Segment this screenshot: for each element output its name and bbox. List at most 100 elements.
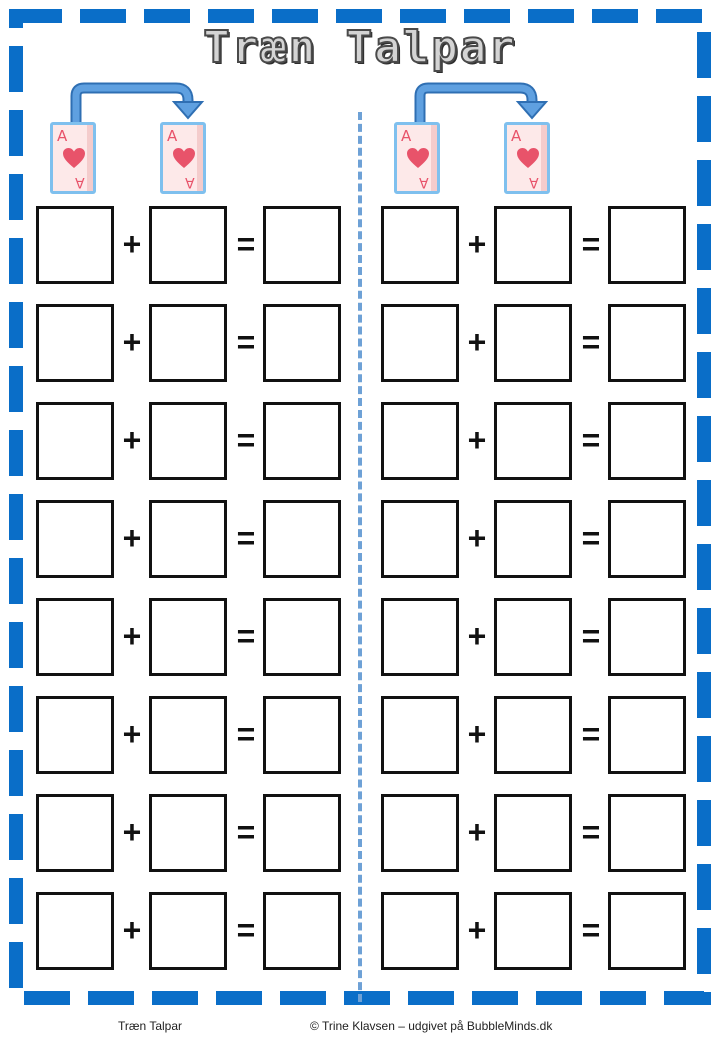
- equals-sign: =: [581, 226, 601, 262]
- equation-row: +=: [381, 304, 687, 382]
- answer-box[interactable]: [494, 500, 572, 578]
- plus-sign: +: [467, 324, 487, 360]
- plus-sign: +: [122, 814, 142, 850]
- answer-box[interactable]: [608, 402, 686, 480]
- answer-box[interactable]: [494, 696, 572, 774]
- column-divider: [358, 112, 362, 1002]
- answer-box[interactable]: [494, 206, 572, 284]
- answer-box[interactable]: [36, 304, 114, 382]
- answer-box[interactable]: [608, 598, 686, 676]
- answer-box[interactable]: [608, 500, 686, 578]
- answer-box[interactable]: [381, 206, 459, 284]
- equation-row: +=: [381, 206, 687, 284]
- answer-box[interactable]: [36, 892, 114, 970]
- plus-sign: +: [122, 520, 142, 556]
- equation-row: +=: [381, 794, 687, 872]
- card-illustration-right: A A A A: [390, 82, 560, 200]
- equation-row: +=: [36, 696, 342, 774]
- equation-row: +=: [36, 892, 342, 970]
- equals-sign: =: [581, 618, 601, 654]
- equals-sign: =: [236, 912, 256, 948]
- answer-box[interactable]: [494, 402, 572, 480]
- plus-sign: +: [122, 324, 142, 360]
- ace-card: A A: [50, 122, 96, 194]
- equals-sign: =: [236, 324, 256, 360]
- answer-box[interactable]: [36, 402, 114, 480]
- answer-box[interactable]: [263, 402, 341, 480]
- answer-box[interactable]: [381, 304, 459, 382]
- answer-box[interactable]: [36, 794, 114, 872]
- answer-box[interactable]: [36, 598, 114, 676]
- answer-box[interactable]: [608, 696, 686, 774]
- answer-box[interactable]: [381, 794, 459, 872]
- answer-box[interactable]: [149, 402, 227, 480]
- plus-sign: +: [467, 814, 487, 850]
- heart-icon: [407, 148, 429, 168]
- equation-row: +=: [36, 304, 342, 382]
- answer-box[interactable]: [149, 696, 227, 774]
- heart-icon: [517, 148, 539, 168]
- answer-box[interactable]: [608, 304, 686, 382]
- answer-box[interactable]: [263, 598, 341, 676]
- answer-box[interactable]: [36, 500, 114, 578]
- answer-box[interactable]: [494, 304, 572, 382]
- equation-row: +=: [36, 598, 342, 676]
- answer-box[interactable]: [381, 696, 459, 774]
- equation-row: +=: [36, 206, 342, 284]
- answer-box[interactable]: [494, 598, 572, 676]
- answer-box[interactable]: [381, 892, 459, 970]
- answer-box[interactable]: [149, 794, 227, 872]
- equals-sign: =: [581, 912, 601, 948]
- equals-sign: =: [581, 520, 601, 556]
- heart-icon: [173, 148, 195, 168]
- answer-box[interactable]: [36, 696, 114, 774]
- answer-box[interactable]: [381, 402, 459, 480]
- curved-arrow-icon: [70, 82, 205, 126]
- ace-card: A A: [394, 122, 440, 194]
- answer-box[interactable]: [263, 696, 341, 774]
- equation-row: +=: [381, 696, 687, 774]
- answer-box[interactable]: [149, 892, 227, 970]
- equals-sign: =: [236, 716, 256, 752]
- answer-box[interactable]: [381, 598, 459, 676]
- equation-row: +=: [36, 402, 342, 480]
- page-title: Træn Talpar: [202, 21, 517, 74]
- answer-box[interactable]: [263, 304, 341, 382]
- equals-sign: =: [236, 422, 256, 458]
- answer-box[interactable]: [608, 794, 686, 872]
- plus-sign: +: [122, 422, 142, 458]
- equals-sign: =: [581, 814, 601, 850]
- plus-sign: +: [467, 716, 487, 752]
- answer-box[interactable]: [36, 206, 114, 284]
- equals-sign: =: [581, 324, 601, 360]
- answer-box[interactable]: [608, 892, 686, 970]
- answer-box[interactable]: [149, 500, 227, 578]
- answer-box[interactable]: [263, 892, 341, 970]
- answer-box[interactable]: [149, 598, 227, 676]
- answer-box[interactable]: [263, 500, 341, 578]
- footer-title: Træn Talpar: [118, 1019, 183, 1033]
- plus-sign: +: [467, 618, 487, 654]
- answer-box[interactable]: [263, 206, 341, 284]
- answer-box[interactable]: [149, 304, 227, 382]
- equation-row: +=: [36, 794, 342, 872]
- equals-sign: =: [236, 618, 256, 654]
- answer-box[interactable]: [149, 206, 227, 284]
- footer-copyright: © Trine Klavsen – udgivet på BubbleMinds…: [310, 1019, 553, 1033]
- plus-sign: +: [467, 422, 487, 458]
- answer-box[interactable]: [494, 794, 572, 872]
- equation-row: +=: [381, 500, 687, 578]
- equals-sign: =: [581, 422, 601, 458]
- equation-row: +=: [381, 402, 687, 480]
- plus-sign: +: [467, 520, 487, 556]
- equals-sign: =: [236, 814, 256, 850]
- plus-sign: +: [467, 912, 487, 948]
- answer-box[interactable]: [494, 892, 572, 970]
- answer-box[interactable]: [263, 794, 341, 872]
- equation-row: +=: [381, 892, 687, 970]
- answer-box[interactable]: [381, 500, 459, 578]
- answer-box[interactable]: [608, 206, 686, 284]
- curved-arrow-icon: [414, 82, 549, 126]
- ace-card: A A: [504, 122, 550, 194]
- plus-sign: +: [122, 912, 142, 948]
